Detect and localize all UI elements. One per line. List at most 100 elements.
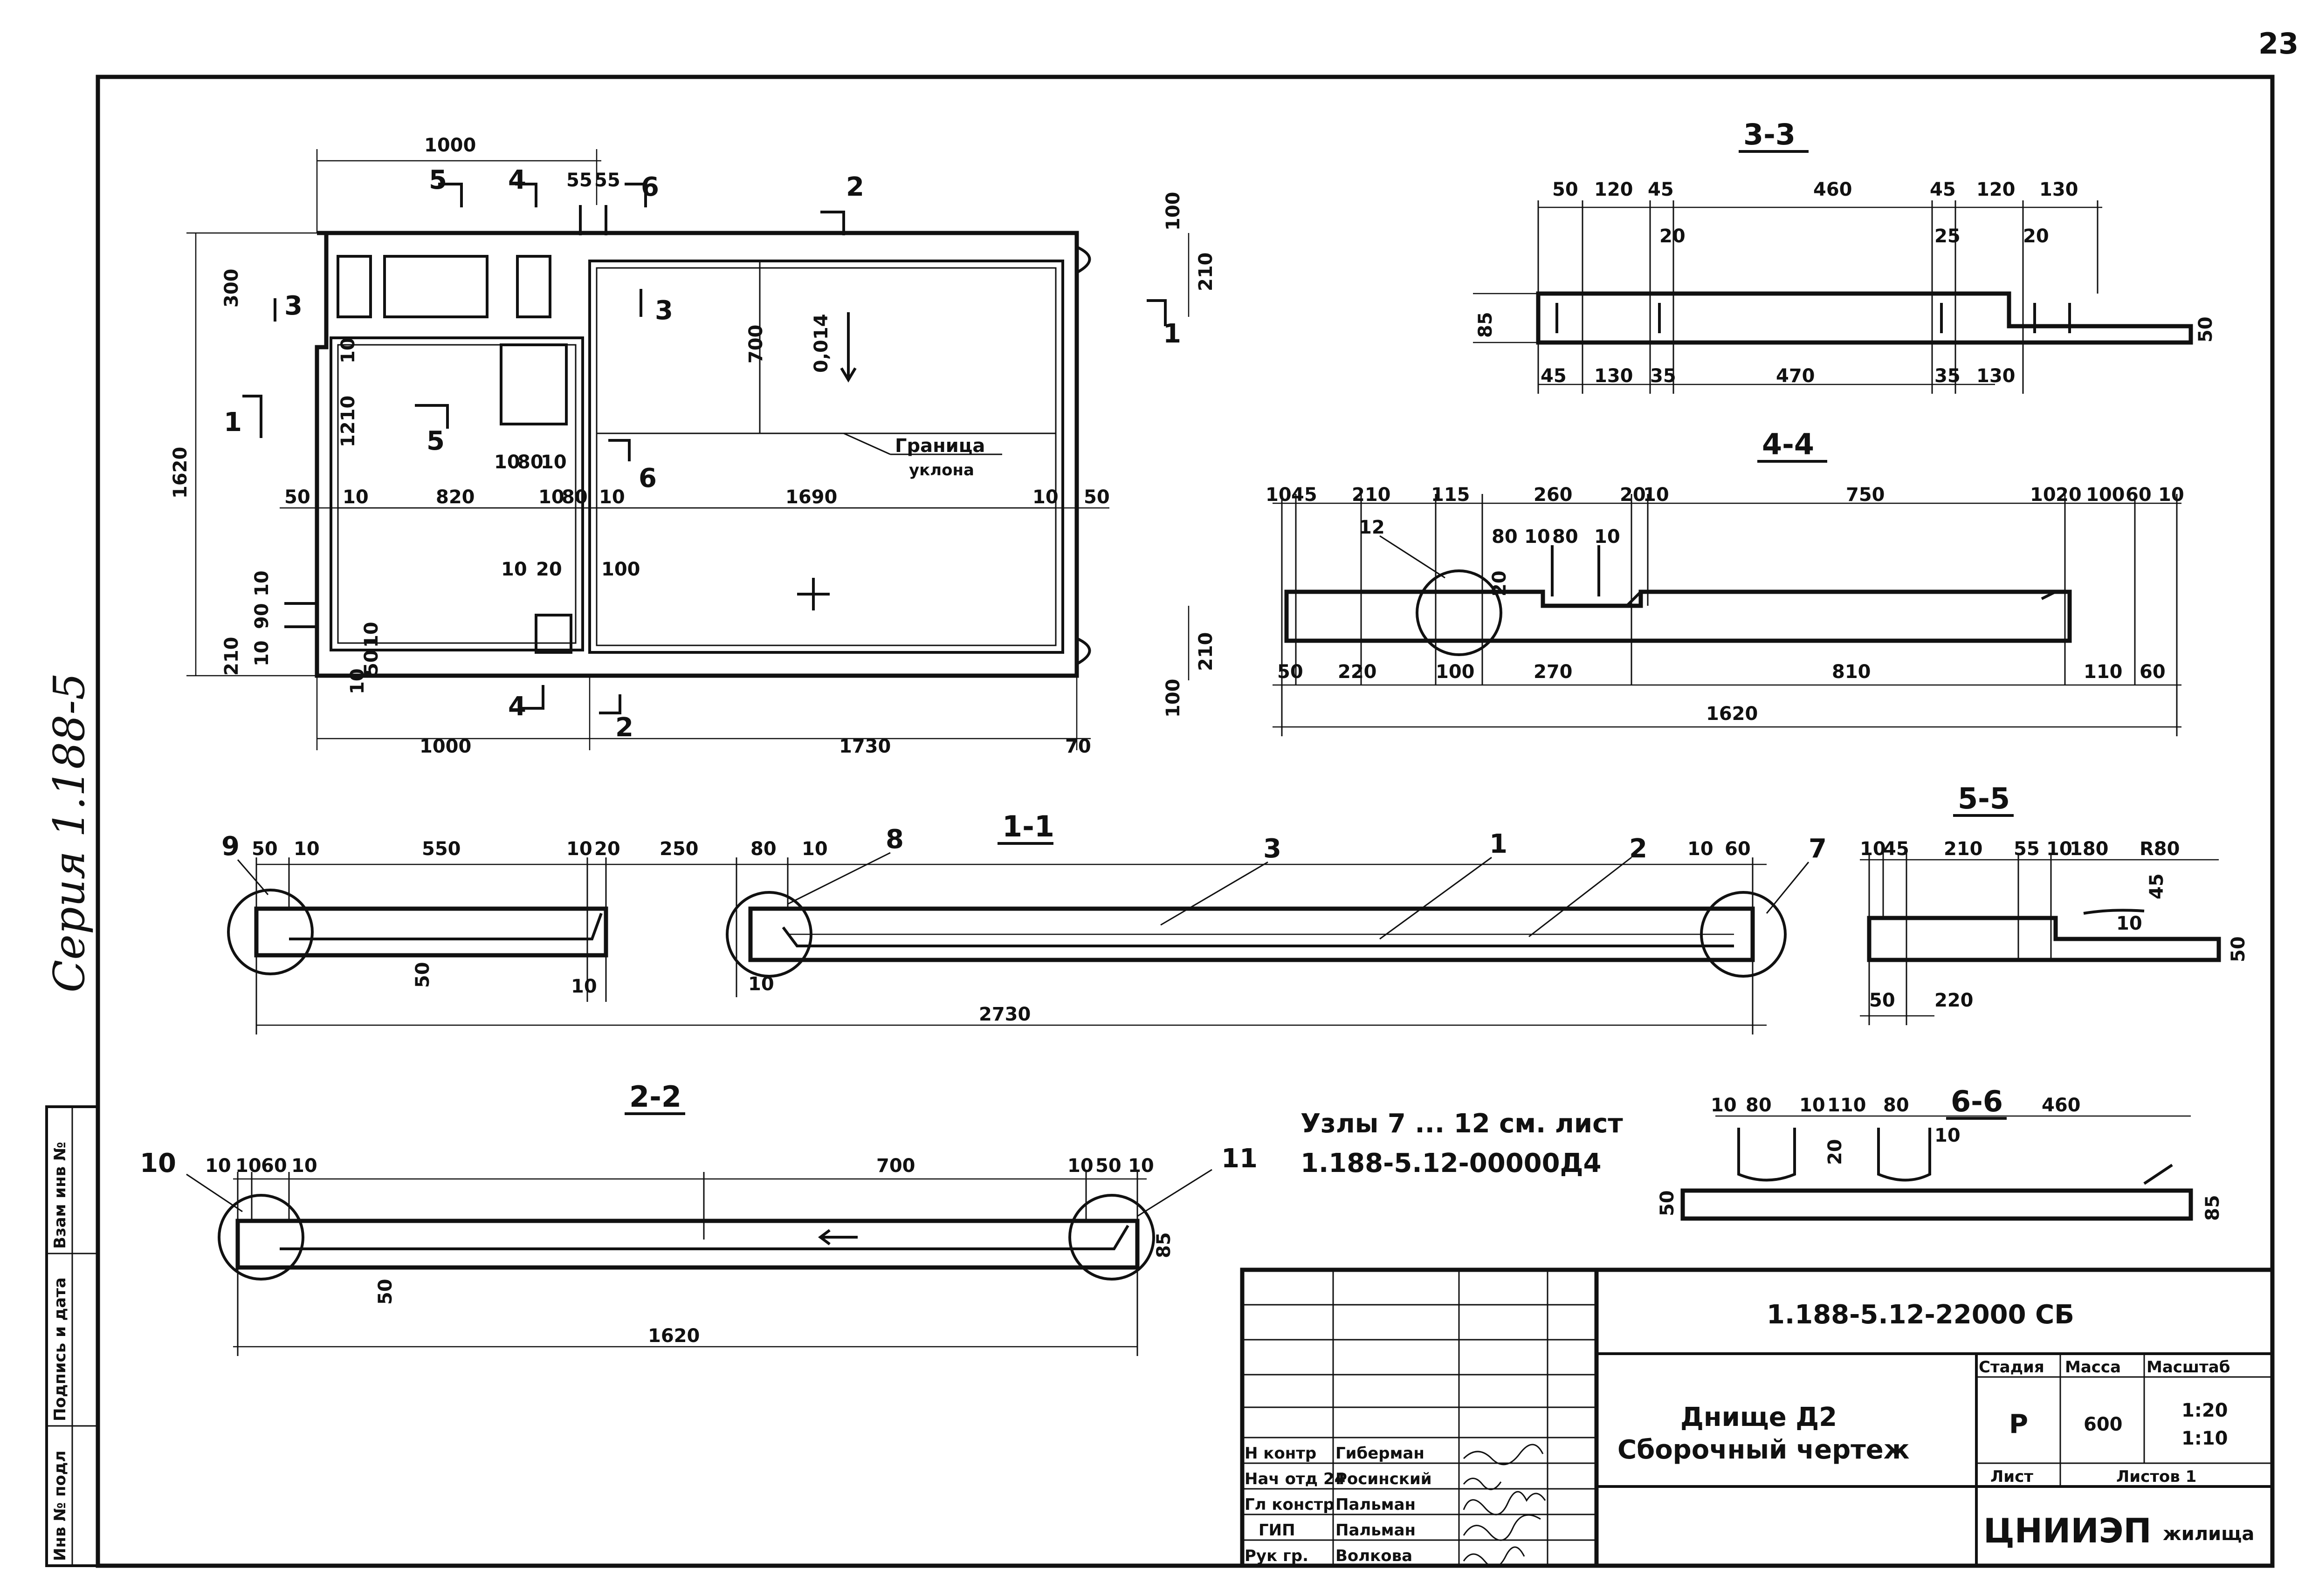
sec33-side-50: 50 — [2195, 316, 2216, 342]
sec55-top-10b: 10 — [2046, 838, 2072, 860]
sec33-top-130: 130 — [2039, 179, 2078, 200]
plan-cut-5b: 5 — [427, 426, 445, 456]
plan-dim-80-a: 80 — [517, 452, 544, 473]
plan-dim-300: 300 — [221, 269, 242, 308]
plan-row-1690: 1690 — [785, 486, 837, 508]
tb-role-1: Н контр — [1245, 1444, 1316, 1463]
sec66-side-85: 85 — [2202, 1195, 2223, 1221]
plan-dim-1730: 1730 — [839, 736, 891, 757]
plan-dim-10-inner: 10 — [337, 337, 359, 363]
sec22-top-10b: 10 — [235, 1155, 261, 1177]
sec44-bot-60: 60 — [2140, 661, 2166, 683]
sec44-in-10a: 10 — [1524, 526, 1550, 548]
sec33-top-120b: 120 — [1976, 179, 2016, 200]
sec33-bot-130a: 130 — [1594, 365, 1633, 387]
sec55-top-10: 10 — [1860, 838, 1886, 860]
plan-slope-boundary-2: уклона — [909, 461, 974, 479]
plan-dim-100-r-top: 100 — [1163, 192, 1184, 231]
tb-name-4: Пальман — [1335, 1521, 1416, 1540]
sec33-bot-130b: 130 — [1976, 365, 2016, 387]
plan-cut-3a: 3 — [284, 291, 303, 321]
sec44-top-10a: 10 — [1266, 484, 1292, 506]
plan-dim-70: 70 — [1065, 736, 1091, 757]
sec22-top-10a: 10 — [205, 1155, 231, 1177]
sec22-top-10c: 10 — [291, 1155, 317, 1177]
plan-cut-1a: 1 — [224, 407, 242, 438]
sec33-bot-35a: 35 — [1650, 365, 1676, 387]
stamp-replace-inv: Взам инв № — [51, 1142, 69, 1249]
sec44-in-80b: 80 — [1552, 526, 1578, 548]
sec11-top-20: 20 — [594, 838, 620, 860]
plan-row-50a: 50 — [284, 486, 310, 508]
sec11-title: 1-1 — [1002, 809, 1054, 843]
plan-dim-210-left: 210 — [221, 637, 242, 676]
section-1-1: 1-1 50 10 550 10 20 250 80 — [221, 809, 1827, 1034]
sec22-top-700: 700 — [876, 1155, 915, 1177]
tb-role-2: Нач отд 24 — [1245, 1470, 1345, 1488]
sec11-total: 2730 — [979, 1004, 1031, 1025]
tb-role-4: ГИП — [1259, 1521, 1295, 1540]
sec44-top-100: 100 — [2086, 484, 2125, 506]
drawing-frame — [96, 75, 2275, 1568]
signatures — [1463, 1444, 1546, 1568]
tb-scale-header: Масштаб — [2147, 1358, 2230, 1377]
sec11-callout-8: 8 — [886, 824, 904, 855]
sec66-top-10b: 10 — [1799, 1095, 1825, 1116]
section-4-4: 4-4 10 45 210 115 260 20 10 750 10 — [1266, 427, 2184, 736]
sec44-top-45: 45 — [1291, 484, 1317, 506]
sec55-in-10: 10 — [2116, 913, 2142, 934]
plan-dim-55b: 55 — [594, 170, 620, 191]
sec44-title: 4-4 — [1762, 427, 1814, 461]
plan-dim-100-r-bot: 100 — [1163, 679, 1184, 718]
tb-sheets-label: Листов 1 — [2116, 1467, 2196, 1486]
sec66-in-10: 10 — [1934, 1125, 1961, 1146]
series-label: Серия 1.188-5 — [44, 673, 94, 993]
sec66-top-10: 10 — [1711, 1095, 1737, 1116]
sec33-top-50: 50 — [1552, 179, 1578, 200]
sec66-side-50: 50 — [1657, 1190, 1678, 1216]
sec44-bot-270: 270 — [1534, 661, 1573, 683]
side-stamp: Инв № подл Подпись и дата Взам инв № — [45, 1105, 99, 1567]
sec11-callout-1: 1 — [1489, 829, 1507, 859]
sec11-bot-10a: 10 — [571, 976, 597, 997]
sec66-top-80a: 80 — [1746, 1095, 1772, 1116]
sec44-top-60: 60 — [2126, 484, 2152, 506]
sec11-top-10d: 10 — [1687, 838, 1713, 860]
plan-dim-210-r-top: 210 — [1195, 253, 1217, 292]
plan-dim-10-d: 10 — [361, 622, 382, 648]
plan-dim-10-c: 10 — [501, 559, 527, 580]
sec22-callout-10: 10 — [140, 1148, 176, 1178]
section-2-2: 2-2 10 10 60 10 700 10 50 10 50 85 1620 … — [140, 1080, 1258, 1356]
section-3-3: 3-3 50 120 45 460 45 120 130 20 25 20 45… — [1473, 117, 2216, 394]
plan-dim-10-left-b: 10 — [251, 640, 273, 666]
sec55-title: 5-5 — [1958, 781, 2010, 815]
sec66-top-80b: 80 — [1883, 1095, 1909, 1116]
plan-dim-1000-top: 1000 — [424, 135, 476, 156]
plan-dim-1210: 1210 — [337, 396, 359, 447]
sec66-in-20: 20 — [1824, 1139, 1846, 1165]
sec55-top-180: 180 — [2070, 838, 2109, 860]
plan-cut-4: 4 — [508, 165, 526, 195]
sec11-callout-9: 9 — [221, 831, 240, 862]
sec44-bot-220: 220 — [1338, 661, 1377, 683]
sec22-title: 2-2 — [629, 1080, 681, 1114]
plan-dim-90-left: 90 — [251, 603, 273, 629]
sec11-top-80: 80 — [750, 838, 777, 860]
plan-row-10a: 10 — [343, 486, 369, 508]
sec33-bot-35b: 35 — [1934, 365, 1961, 387]
plan-cut-4b: 4 — [508, 692, 526, 722]
sec44-top-10d: 10 — [2158, 484, 2184, 506]
sec11-callout-7: 7 — [1809, 834, 1827, 864]
tb-role-3: Гл констр — [1245, 1495, 1335, 1514]
sec22-top-10d: 10 — [1067, 1155, 1094, 1177]
sec22-top-10e: 10 — [1128, 1155, 1154, 1177]
sec44-top-20b: 20 — [2056, 484, 2082, 506]
plan-dim-100-inner: 100 — [601, 559, 640, 580]
nodes-note-line2: 1.188-5.12-00000Д4 — [1300, 1148, 1601, 1178]
plan-dim-210-r-bot: 210 — [1195, 632, 1217, 671]
plan-cut-6b: 6 — [639, 463, 657, 493]
plan-row-10d: 10 — [1032, 486, 1059, 508]
plan-row-10b: 10 — [538, 486, 564, 508]
sec44-top-10c: 10 — [2030, 484, 2056, 506]
sec44-node-12: 12 — [1359, 517, 1385, 538]
